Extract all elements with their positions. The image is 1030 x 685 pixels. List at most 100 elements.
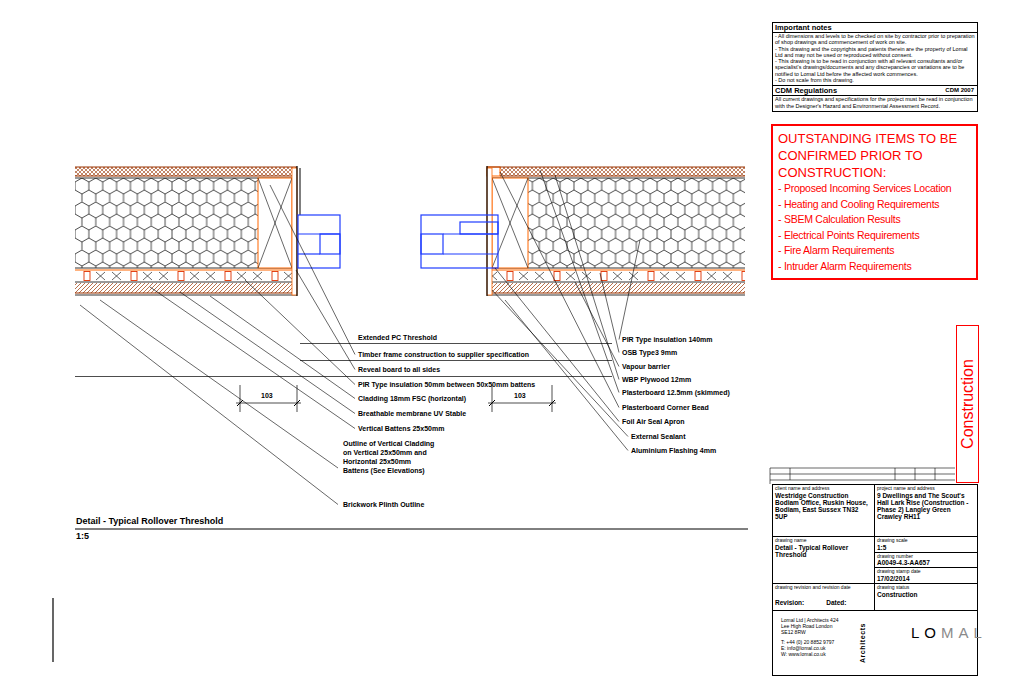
vertical-caption: Architects [859,622,867,662]
field-value: Revision: [775,599,804,606]
leader-line [600,273,619,353]
table-rule [770,474,955,475]
right-wall-section [487,166,745,296]
logo-text: MAL [941,624,987,641]
part-label: Aluminium Flashing 4mm [631,446,716,455]
left-wall-section [75,166,300,296]
frame-profile [443,253,498,254]
table-rule [915,468,916,480]
table-rule [935,468,936,480]
warning-item: - Electrical Points Requirements [778,228,971,244]
table-rule [790,468,791,480]
field-label: project name and address [877,486,975,492]
part-label: Reveal board to all sides [358,365,440,374]
status-banner-text: Construction [959,359,977,449]
part-label: PIR Type insulation 50mm between 50x50mm… [358,380,535,389]
field-value: Westridge Construction Bodiam Office, Ru… [775,492,872,521]
layer-line [487,295,745,296]
leader-line [540,170,619,393]
note-text: - Do not scale from this drawing. [773,77,977,85]
layer-line [75,293,297,294]
note-text: - This drawing is to be read in conjunct… [773,58,977,77]
contact-line: W: www.lomal.co.uk [781,651,977,657]
membrane-line [487,270,745,271]
extension-line [552,385,553,412]
warning-box: OUTSTANDING ITEMS TO BE CONFIRMED PRIOR … [771,124,978,280]
table-rule [770,468,955,469]
warning-item: - Intruder Alarm Requirements [778,259,971,275]
layer-line [75,167,297,168]
notes-heading: Important notes [773,23,977,33]
field-label: drawing stamp date [877,569,975,575]
drawing-scale: 1:5 [76,531,89,542]
table-rule [895,468,896,480]
title-block-cell: drawing revision and revision dateRevisi… [772,583,874,610]
batten-layer [487,271,745,281]
title-block-cell: drawing stamp date17/02/2014 [874,567,978,583]
title-rule [75,529,748,530]
dimension-tick [489,400,555,406]
sheet-margin-line [52,598,53,662]
table-rule [770,480,955,481]
layer-line [487,167,745,168]
leader-line [100,300,338,468]
part-label: Cladding 18mm FSC (horizontal) [358,394,466,403]
dimension: 103 [261,391,273,400]
revision-table [770,468,955,484]
warning-item: - Fire Alarm Requirements [778,243,971,259]
part-label: Plasterboard 12.5mm (skimmed) [622,388,730,397]
layer-line [500,176,745,177]
field-value: 17/02/2014 [877,575,975,582]
logo-text: LO [911,624,941,641]
reference-line [300,360,612,361]
part-label: Foil Air Seal Apron [622,417,685,426]
leader-line [500,172,619,408]
frame-profile [421,234,443,254]
frame-profile [460,222,498,234]
field-value: Dated: [826,599,846,606]
threshold-lines [75,344,612,377]
layer-line [75,295,297,296]
practice-address: Lomal Ltd | Architects 424 Lee High Road… [781,617,845,635]
note-text: - All dimensions and levels to be checke… [773,33,977,46]
drawing-title: Detail - Typical Rollover Threshold [76,516,223,527]
part-label: OSB Type3 9mm [622,348,677,357]
part-label: PIR Type insulation 140mm [622,335,713,344]
membrane-line [75,270,297,271]
leader-line [619,240,640,340]
practice-box: Lomal Ltd | Architects 424 Lee High Road… [772,610,978,676]
title-block-cell: client name and addressWestridge Constru… [772,484,874,536]
status-banner: Construction [956,325,979,483]
warning-heading: OUTSTANDING ITEMS TO BE CONFIRMED PRIOR … [778,130,971,181]
title-block-cell: drawing statusConstruction [874,583,978,610]
leader-line [150,287,355,429]
part-label: Plasterboard Corner Bead [622,403,709,412]
layer-line [487,293,745,294]
warning-item: - SBEM Calculation Results [778,212,971,228]
field-label: drawing status [877,585,975,591]
part-label: Breathable membrane UV Stable [358,409,466,418]
reveal-board [487,168,492,295]
dimension-tick [237,400,300,406]
wall-end [486,166,487,296]
window-frame [298,215,498,268]
batten-layer [75,271,297,281]
leader-lines [80,170,640,505]
field-value: 1:5 [877,544,975,551]
leader-line [80,305,338,505]
title-block-cell: project name and address9 Dwellings and … [874,484,978,536]
frame-profile [298,253,320,254]
leader-line [495,268,619,422]
field-value: Construction [877,591,975,598]
leader-line [505,300,628,451]
frame-profile [298,215,340,268]
layer-line [75,282,297,283]
extension-line [492,385,493,412]
cladding-layer [75,283,297,293]
frame-edge [300,168,301,215]
field-label: drawing number [877,554,975,560]
warning-item: - Proposed Incoming Services Location [778,181,971,197]
title-block-cell: drawing nameDetail - Typical Rollover Th… [772,536,874,583]
note-text: All current drawings and specifications … [773,96,977,111]
field-value: Detail - Typical Rollover Threshold [775,544,872,558]
